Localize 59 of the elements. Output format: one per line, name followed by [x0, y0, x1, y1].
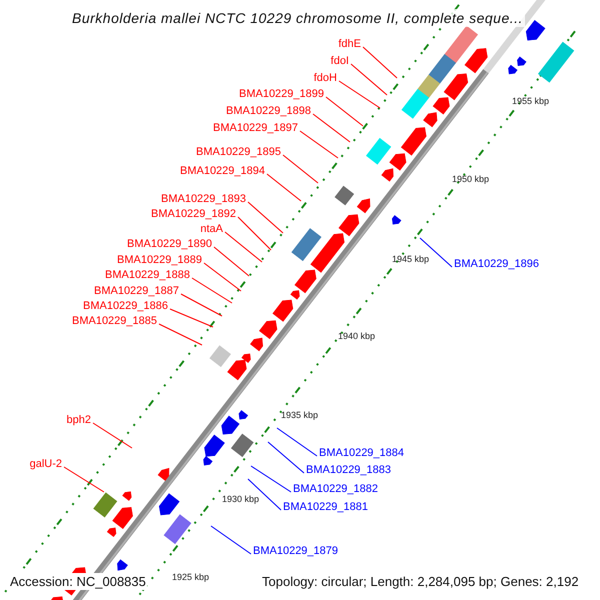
leader-line: [170, 308, 214, 328]
leader-line: [312, 114, 350, 142]
leader-line: [238, 216, 272, 250]
leader-line: [350, 64, 388, 96]
leader-line: [210, 526, 252, 554]
leader-line: [248, 478, 282, 510]
leader-line: [268, 442, 304, 474]
leader-line: [276, 428, 318, 456]
gene-label: BMA10229_1882: [293, 482, 378, 496]
gene-label: BMA10229_1898: [226, 104, 311, 118]
leader-line: [338, 80, 380, 108]
leader-line: [300, 130, 338, 158]
scale-label: 1940 kbp: [338, 331, 376, 342]
leader-line: [282, 154, 318, 184]
gene-label: BMA10229_1881: [283, 500, 368, 514]
gene-label: BMA10229_1886: [82, 299, 168, 313]
gene-label: galU-2: [30, 457, 62, 471]
leader-line: [250, 466, 292, 492]
scale-label: 1925 kbp: [172, 572, 210, 583]
gene-label: BMA10229_1893: [160, 192, 246, 206]
gene-label: bph2: [66, 413, 91, 427]
gene-label: BMA10229_1894: [180, 164, 265, 178]
gene-label: BMA10229_1887: [94, 284, 179, 298]
gene-label: BMA10229_1888: [104, 268, 190, 282]
gene-label: BMA10229_1884: [319, 446, 404, 460]
gene-label: BMA10229_1879: [253, 544, 338, 558]
scale-label: 1955 kbp: [512, 96, 550, 107]
gene-label: BMA10229_1890: [126, 237, 212, 251]
gene-label: BMA10229_1892: [150, 207, 236, 221]
gene-label: BMA10229_1885: [72, 314, 157, 328]
leader-line: [420, 238, 452, 268]
leader-line: [92, 422, 132, 448]
gene-label: BMA10229_1897: [212, 121, 298, 135]
scale-label: 1950 kbp: [452, 174, 490, 185]
gene-label: fdoH: [314, 71, 337, 85]
leader-line: [180, 294, 222, 316]
info-text: Accession: NC_008835: [9, 573, 147, 590]
gene-label: BMA10229_1899: [238, 87, 324, 101]
leader-line: [64, 466, 104, 492]
scale-label: 1945 kbp: [392, 254, 430, 265]
leader-line: [266, 174, 302, 202]
leader-line: [362, 46, 398, 78]
leader-line: [224, 232, 262, 262]
leader-line: [192, 278, 232, 304]
gene-label: fdoI: [330, 54, 349, 68]
leader-line: [248, 202, 284, 234]
gene-label: BMA10229_1883: [306, 463, 392, 477]
leader-line: [158, 324, 202, 346]
gene-label: fdhE: [338, 37, 361, 51]
leader-line: [204, 262, 242, 292]
scale-label: 1930 kbp: [222, 494, 260, 505]
gene-label: ntaA: [200, 222, 223, 236]
gene-label: BMA10229_1895: [196, 145, 281, 159]
leader-line: [326, 96, 364, 126]
leader-line: [214, 246, 250, 276]
scale-label: 1935 kbp: [281, 410, 318, 421]
map-title: Burkholderia mallei NCTC 10229 chromosome II, complete seque...: [70, 9, 525, 27]
gene-label: BMA10229_1896: [454, 257, 540, 271]
gene-label: BMA10229_1889: [116, 253, 202, 267]
